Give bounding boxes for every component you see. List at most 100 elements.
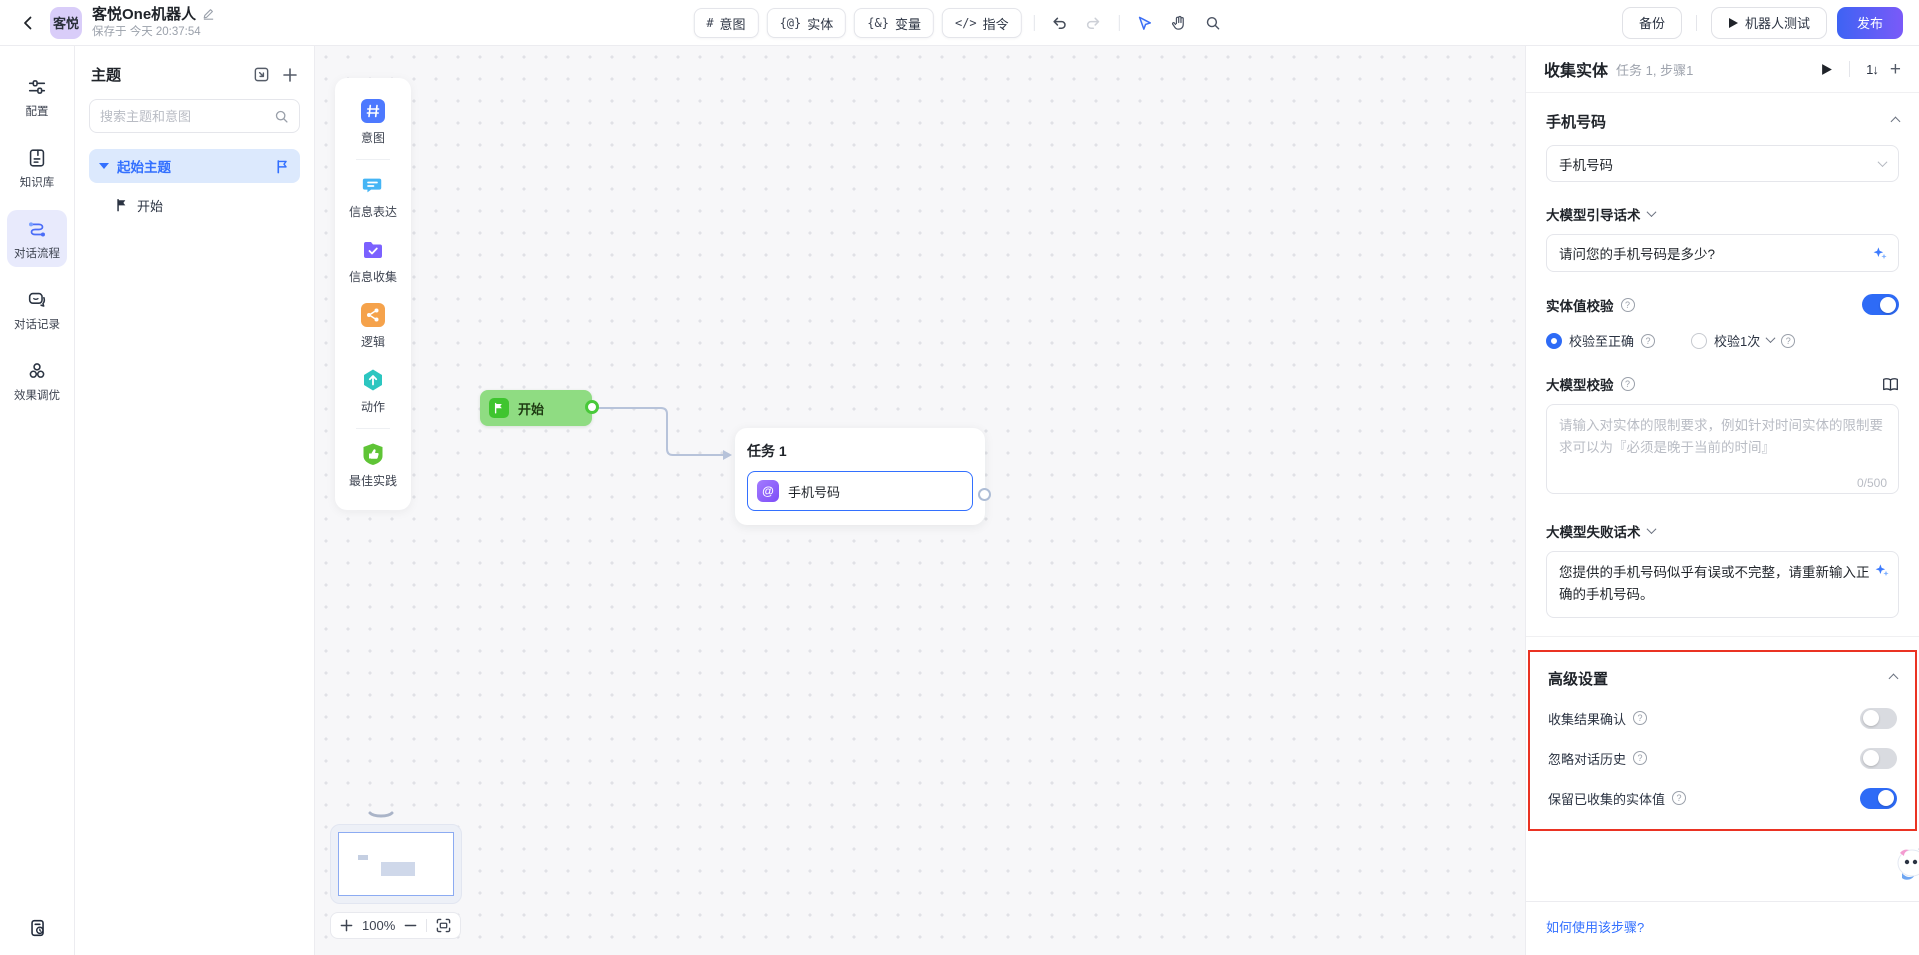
help-icon[interactable]: ? [1781, 333, 1796, 348]
zoom-out-icon[interactable] [404, 919, 417, 932]
publish-button[interactable]: 发布 [1836, 6, 1903, 39]
help-icon[interactable]: ? [1633, 711, 1648, 726]
add-topic-icon[interactable] [282, 67, 298, 83]
edit-pencil-icon[interactable] [202, 8, 215, 21]
entity-select-value: 手机号码 [1559, 157, 1613, 173]
topic-search-input[interactable] [100, 108, 268, 124]
palette-item-collect[interactable]: 信息收集 [349, 229, 397, 294]
chevron-down-icon[interactable] [1646, 206, 1656, 217]
toolbar-divider [1118, 15, 1120, 31]
sort-steps-icon[interactable]: 1↓ [1866, 61, 1879, 77]
three-circles-icon [29, 363, 45, 378]
search-canvas-button[interactable] [1200, 10, 1226, 36]
command-tool-button[interactable]: </> 指令 [941, 8, 1022, 38]
nav-label: 知识库 [19, 177, 55, 189]
fit-view-icon[interactable] [436, 918, 451, 933]
variable-braces-icon: {&} [867, 16, 889, 30]
advanced-row-confirm-result: 收集结果确认 ? [1548, 707, 1897, 729]
nav-item-tuning[interactable]: 效果调优 [7, 352, 67, 409]
radio-validate-until-correct[interactable] [1546, 332, 1562, 349]
help-icon[interactable]: ? [1620, 377, 1635, 391]
task-step-output-port[interactable] [978, 488, 991, 501]
redo-button[interactable] [1081, 10, 1107, 36]
start-node-output-port[interactable] [585, 400, 599, 414]
undo-button[interactable] [1047, 10, 1073, 36]
palette-item-action[interactable]: 动作 [361, 359, 385, 424]
ignore-history-toggle[interactable] [1860, 747, 1897, 769]
add-step-icon[interactable]: + [1889, 58, 1901, 80]
minimap[interactable] [330, 824, 462, 904]
nav-item-knowledge[interactable]: 知识库 [7, 139, 67, 196]
pan-hand-button[interactable] [1166, 10, 1192, 36]
toolbar-divider [1695, 14, 1697, 31]
reference-book-icon[interactable] [1882, 377, 1899, 392]
chevron-up-icon[interactable] [1888, 673, 1899, 683]
select-cursor-button[interactable] [1132, 10, 1158, 36]
topic-row-start-topic[interactable]: 起始主题 [89, 149, 300, 183]
confirm-result-toggle[interactable] [1860, 707, 1897, 729]
bot-logo[interactable]: 客悦 [50, 6, 82, 39]
validate-label: 实体值校验 [1546, 298, 1614, 314]
guide-input[interactable] [1559, 245, 1864, 261]
char-counter: 0/500 [1856, 476, 1887, 490]
flow-canvas[interactable]: 意图 信息表达 信息收集 逻辑 动作 最佳实践 [315, 46, 1525, 955]
variable-tool-button[interactable]: {&} 变量 [854, 8, 934, 38]
ai-sparkle-icon[interactable] [1872, 245, 1888, 261]
topics-title: 主题 [91, 67, 122, 84]
entity-tool-label: 实体 [807, 16, 834, 32]
radio-validate-once[interactable] [1691, 332, 1708, 349]
nav-item-dialog-records[interactable]: 对话记录 [7, 281, 67, 338]
topic-search[interactable] [89, 99, 300, 133]
saved-status: 保存于 今天 20:37:54 [92, 25, 201, 38]
bot-test-button[interactable]: 机器人测试 [1710, 6, 1827, 39]
chevron-up-icon[interactable] [1890, 116, 1901, 127]
keep-entities-toggle[interactable] [1860, 787, 1897, 809]
variable-tool-label: 变量 [894, 16, 921, 32]
palette-label: 信息表达 [348, 205, 397, 219]
topic-root-label: 起始主题 [117, 160, 171, 175]
assistant-mascot[interactable] [1890, 845, 1919, 885]
nav-label: 效果调优 [14, 390, 60, 402]
help-icon[interactable]: ? [1672, 791, 1687, 806]
palette-item-best-practice[interactable]: 最佳实践 [349, 433, 397, 498]
entity-select[interactable]: 手机号码 [1546, 145, 1899, 182]
entity-tool-button[interactable]: {@} 实体 [766, 8, 847, 38]
palette-label: 意图 [360, 131, 385, 145]
run-step-icon[interactable] [1821, 63, 1833, 76]
minimap-viewport[interactable] [338, 832, 454, 896]
changelog-button[interactable] [25, 915, 51, 941]
nav-label: 对话流程 [14, 248, 60, 260]
start-node[interactable]: 开始 [480, 390, 592, 426]
validate-toggle[interactable] [1862, 294, 1899, 315]
help-icon[interactable]: ? [1620, 297, 1635, 312]
task-node[interactable]: 任务 1 @ 手机号码 [735, 428, 985, 525]
message-bubble-icon [362, 178, 382, 193]
how-to-use-link[interactable]: 如何使用该步骤? [1546, 920, 1645, 935]
fail-message-box[interactable]: 您提供的手机号码似乎有误或不完整，请重新输入正确的手机号码。 [1546, 551, 1899, 618]
code-brackets-icon: </> [954, 16, 977, 30]
backup-button[interactable]: 备份 [1621, 6, 1682, 39]
sliders-icon [28, 80, 46, 94]
nav-item-config[interactable]: 配置 [7, 68, 67, 125]
nav-item-dialog-flow[interactable]: 对话流程 [7, 210, 67, 267]
llm-validate-textarea[interactable] [1546, 404, 1899, 494]
caret-down-icon[interactable] [99, 163, 109, 169]
help-icon[interactable]: ? [1641, 333, 1656, 348]
start-flag-icon [489, 398, 509, 418]
minimap-collapse-button[interactable] [367, 810, 395, 820]
help-icon[interactable]: ? [1633, 751, 1648, 766]
panel-title: 收集实体 [1544, 63, 1609, 80]
palette-item-intent[interactable]: 意图 [360, 90, 385, 155]
palette-item-message[interactable]: 信息表达 [349, 164, 397, 229]
intent-tool-button[interactable]: # 意图 [693, 8, 759, 38]
chevron-down-icon[interactable] [1646, 523, 1656, 534]
chevron-down-icon[interactable] [1765, 332, 1776, 343]
collapse-panel-icon[interactable] [253, 66, 270, 83]
task-step-collect-entity[interactable]: @ 手机号码 [747, 471, 973, 511]
collect-folder-icon [363, 242, 382, 258]
palette-item-logic[interactable]: 逻辑 [360, 294, 385, 359]
topic-row-start[interactable]: 开始 [89, 189, 300, 221]
zoom-in-icon[interactable] [340, 919, 353, 932]
ai-sparkle-icon[interactable] [1874, 562, 1890, 578]
back-button[interactable] [16, 11, 40, 35]
